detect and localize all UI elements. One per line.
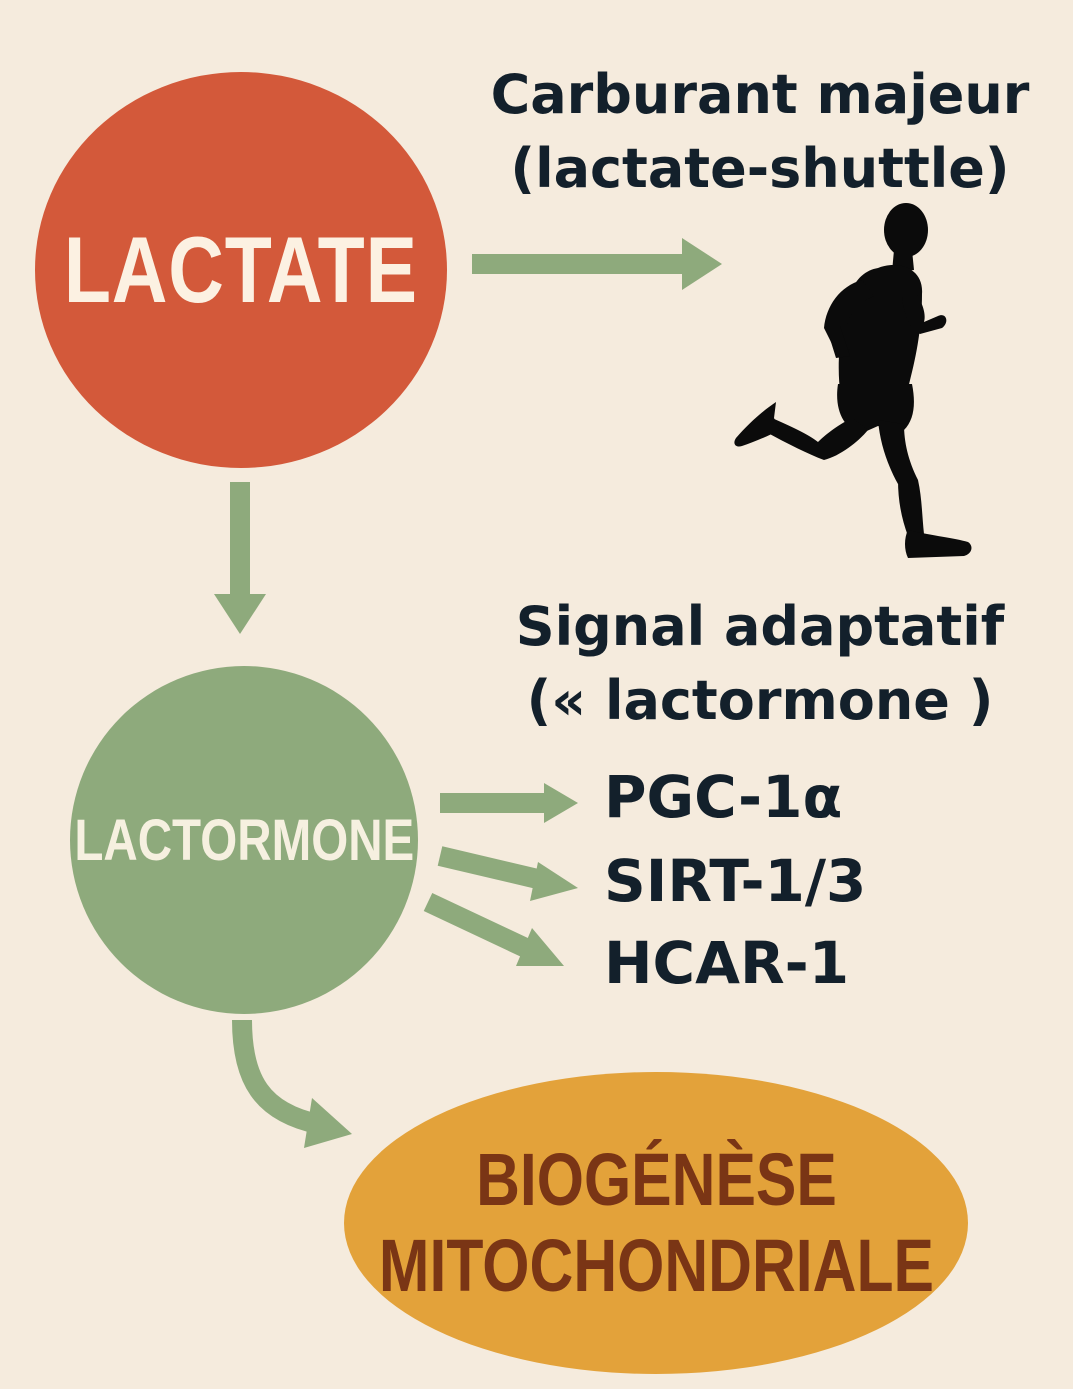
biogenese-label-line-1: BIOGÉNÈSE — [475, 1138, 837, 1221]
arrowhead-pgc1a — [544, 783, 578, 823]
fuel-caption-line-1: Carburant majeur — [490, 63, 1030, 126]
target-pgc1a: PGC-1α — [604, 763, 843, 831]
arrow-to-sirt — [437, 846, 549, 891]
lactate-node: LACTATE — [35, 72, 447, 468]
arrowhead-hcar — [516, 928, 564, 966]
arrowhead-runner — [682, 238, 722, 290]
signal-caption-line-1: Signal adaptatif — [515, 595, 1005, 658]
signal-caption-line-2: (« lactormone ) — [526, 669, 994, 732]
arrowhead-sirt — [530, 862, 578, 901]
arrowheads — [214, 238, 722, 1148]
signal-caption: Signal adaptatif (« lactormone ) — [470, 590, 1050, 738]
lactate-label: LACTATE — [64, 217, 418, 322]
lactormone-label: LACTORMONE — [74, 807, 414, 873]
arrow-to-hcar — [423, 892, 535, 960]
target-hcar: HCAR-1 — [604, 929, 850, 997]
fuel-caption: Carburant majeur (lactate-shuttle) — [470, 58, 1050, 206]
arrowhead-lactormone — [214, 594, 266, 634]
arrowhead-biogenese — [304, 1098, 352, 1148]
fuel-caption-line-2: (lactate-shuttle) — [510, 137, 1010, 200]
lactormone-node: LACTORMONE — [70, 666, 418, 1014]
target-sirt: SIRT-1/3 — [604, 847, 867, 915]
biogenese-label: BIOGÉNÈSE MITOCHONDRIALE — [378, 1137, 933, 1309]
biogenese-label-line-2: MITOCHONDRIALE — [378, 1224, 934, 1307]
arrow-lactormone-to-biogenese — [232, 1019, 321, 1134]
biogenese-node: BIOGÉNÈSE MITOCHONDRIALE — [344, 1072, 968, 1374]
running-man-silhouette-icon — [734, 203, 972, 558]
